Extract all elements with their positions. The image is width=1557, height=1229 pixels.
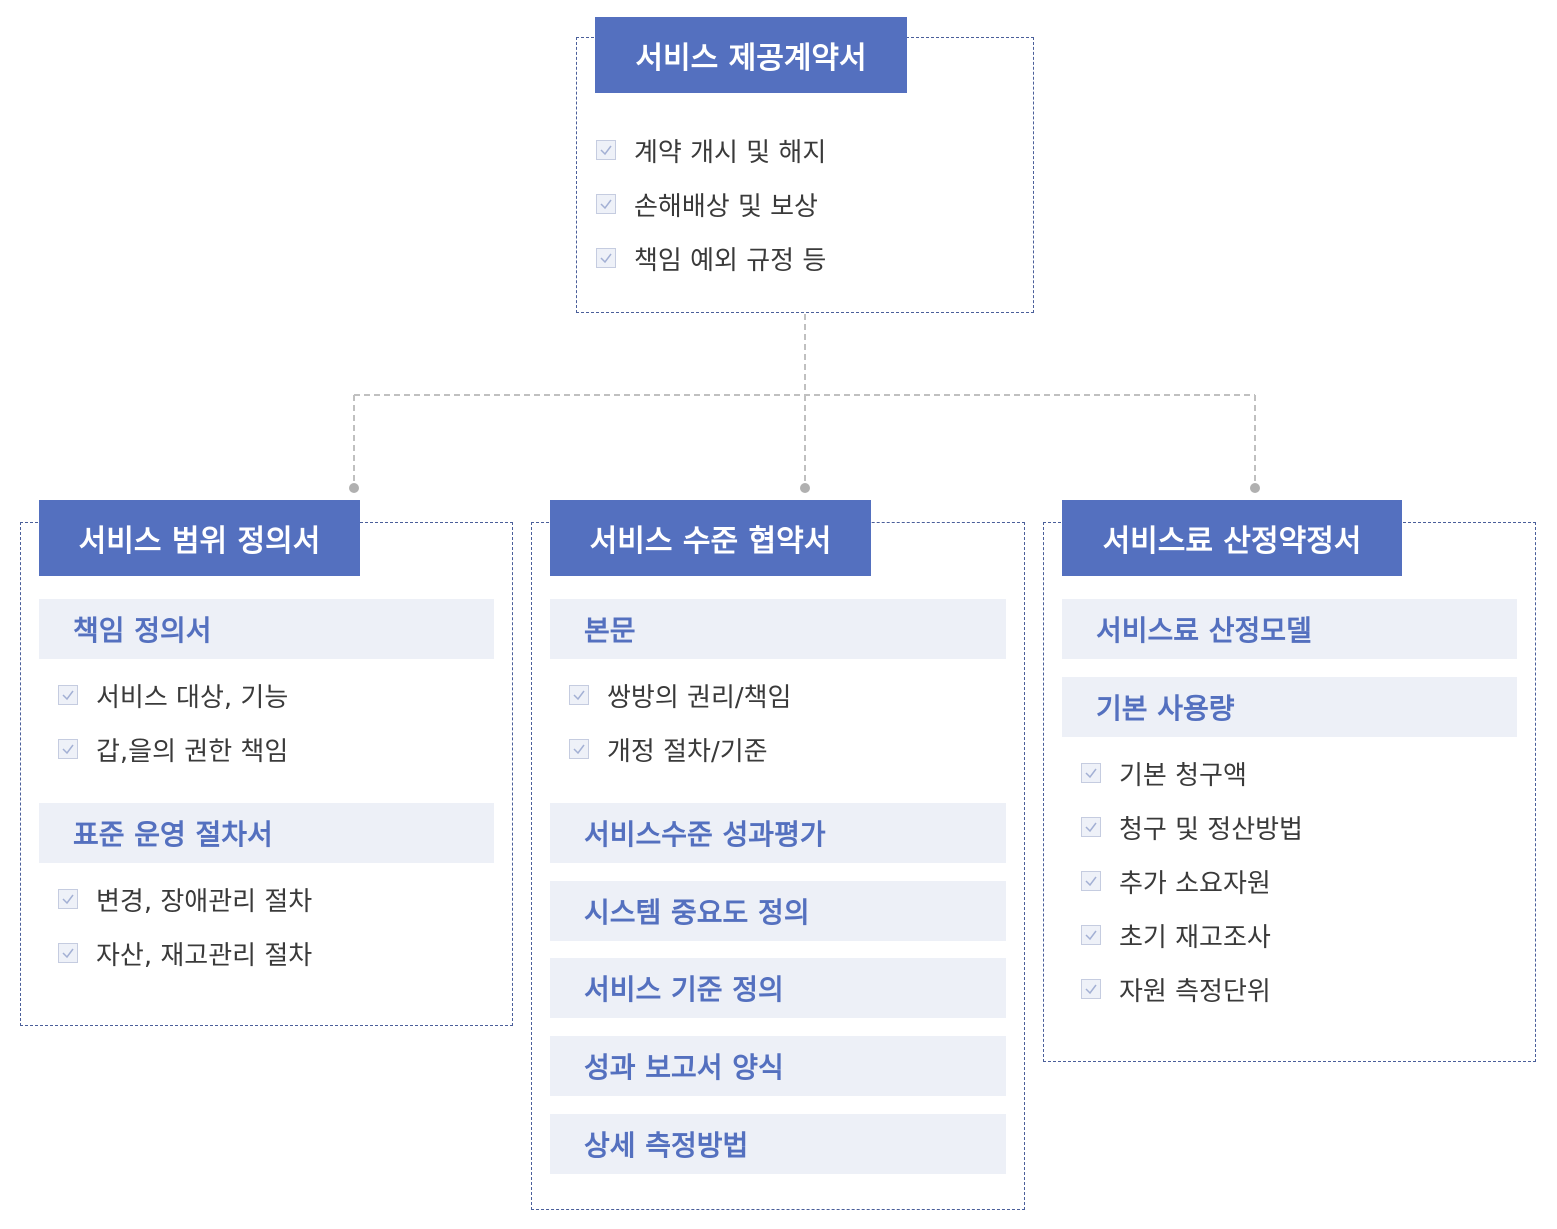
- connector-dot-left: [349, 483, 359, 493]
- check-icon: [58, 739, 78, 759]
- middle-section-2: 서비스수준 성과평가: [550, 803, 1006, 863]
- check-icon: [1081, 763, 1101, 783]
- left-item-4: 자산, 재고관리 절차: [58, 935, 312, 971]
- left-title: 서비스 범위 정의서: [39, 500, 360, 576]
- left-item-1: 서비스 대상, 기능: [58, 677, 288, 713]
- connector-dot-middle: [800, 483, 810, 493]
- connector-dot-right: [1250, 483, 1260, 493]
- item-label: 추가 소요자원: [1119, 868, 1271, 899]
- item-label: 초기 재고조사: [1119, 922, 1271, 953]
- right-section-2: 기본 사용량: [1062, 677, 1517, 737]
- middle-item-1: 쌍방의 권리/책임: [569, 677, 791, 713]
- check-icon: [1081, 817, 1101, 837]
- left-item-3: 변경, 장애관리 절차: [58, 881, 312, 917]
- item-label: 계약 개시 및 해지: [634, 137, 827, 168]
- item-label: 쌍방의 권리/책임: [607, 682, 792, 713]
- middle-title: 서비스 수준 협약서: [550, 500, 871, 576]
- check-icon: [58, 889, 78, 909]
- item-label: 자원 측정단위: [1119, 976, 1271, 1007]
- item-label: 변경, 장애관리 절차: [96, 886, 313, 917]
- check-icon: [596, 248, 616, 268]
- top-item-2: 손해배상 및 보상: [596, 186, 818, 222]
- item-label: 자산, 재고관리 절차: [96, 940, 313, 971]
- check-icon: [1081, 925, 1101, 945]
- item-label: 청구 및 정산방법: [1119, 814, 1303, 845]
- right-item-3: 추가 소요자원: [1081, 863, 1271, 899]
- check-icon: [1081, 871, 1101, 891]
- check-icon: [58, 943, 78, 963]
- check-icon: [596, 194, 616, 214]
- item-label: 기본 청구액: [1119, 760, 1247, 791]
- check-icon: [569, 739, 589, 759]
- check-icon: [596, 140, 616, 160]
- item-label: 갑,을의 권한 책임: [96, 736, 289, 767]
- middle-section-4: 서비스 기준 정의: [550, 958, 1006, 1018]
- middle-section-3: 시스템 중요도 정의: [550, 881, 1006, 941]
- middle-section-body: 본문: [550, 599, 1006, 659]
- item-label: 손해배상 및 보상: [634, 191, 818, 222]
- middle-section-5: 성과 보고서 양식: [550, 1036, 1006, 1096]
- middle-section-6: 상세 측정방법: [550, 1114, 1006, 1174]
- check-icon: [58, 685, 78, 705]
- left-section-2: 표준 운영 절차서: [39, 803, 494, 863]
- left-section-1: 책임 정의서: [39, 599, 494, 659]
- middle-item-2: 개정 절차/기준: [569, 731, 768, 767]
- right-section-1: 서비스료 산정모델: [1062, 599, 1517, 659]
- right-item-5: 자원 측정단위: [1081, 971, 1271, 1007]
- check-icon: [569, 685, 589, 705]
- right-item-4: 초기 재고조사: [1081, 917, 1271, 953]
- right-title: 서비스료 산정약정서: [1062, 500, 1402, 576]
- top-item-3: 책임 예외 규정 등: [596, 240, 826, 276]
- item-label: 책임 예외 규정 등: [634, 245, 827, 276]
- left-item-2: 갑,을의 권한 책임: [58, 731, 288, 767]
- right-item-1: 기본 청구액: [1081, 755, 1247, 791]
- top-item-1: 계약 개시 및 해지: [596, 132, 826, 168]
- top-title: 서비스 제공계약서: [595, 17, 907, 93]
- check-icon: [1081, 979, 1101, 999]
- item-label: 개정 절차/기준: [607, 736, 768, 767]
- item-label: 서비스 대상, 기능: [96, 682, 289, 713]
- right-item-2: 청구 및 정산방법: [1081, 809, 1303, 845]
